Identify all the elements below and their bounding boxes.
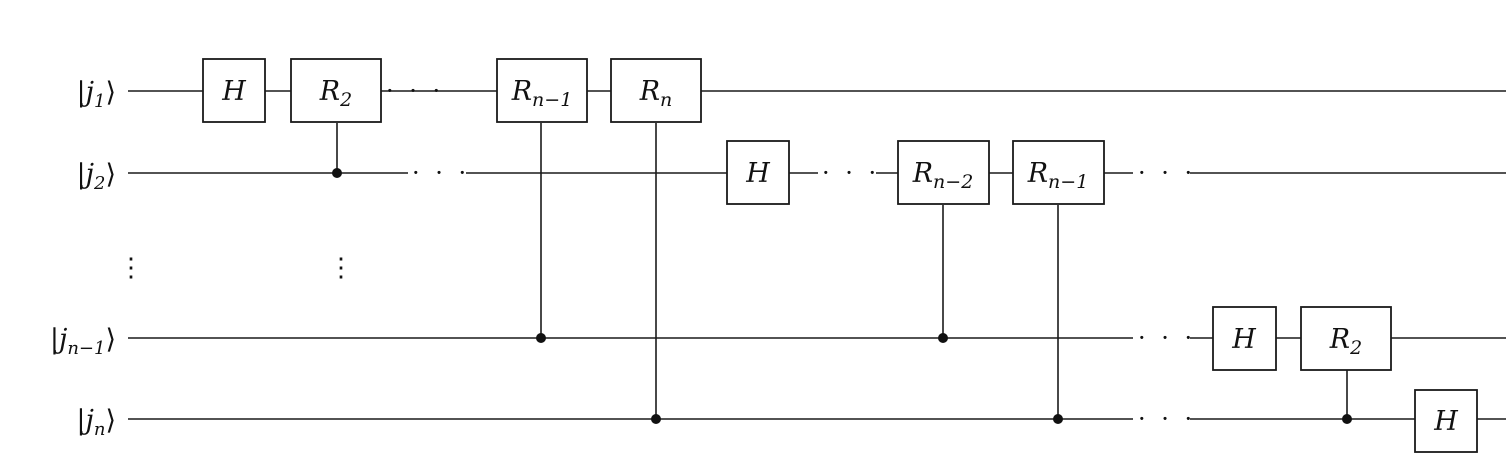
- gate-h-jn: H: [1414, 389, 1478, 453]
- gate-r2-jn1-label: R2: [1329, 324, 1362, 359]
- gate-h-j2: H: [726, 140, 790, 205]
- gate-rn1-j1: Rn−1: [496, 58, 588, 123]
- control-dot-rn-j1: [651, 414, 661, 424]
- gate-h-jn1: H: [1212, 306, 1277, 371]
- gate-h-j2-label: H: [745, 158, 770, 189]
- wire-labels: |j1⟩ |j2⟩ |jn−1⟩ |jn⟩: [50, 77, 116, 440]
- gate-h-j1-label: H: [221, 76, 246, 107]
- gate-rn1-j1-label: Rn−1: [511, 76, 573, 111]
- ellipsis-j2-2: · · ·: [822, 159, 880, 187]
- ellipsis-jn1-1: · · ·: [1138, 324, 1196, 352]
- gate-r2-jn1: R2: [1300, 306, 1392, 371]
- gate-rn-j1: Rn: [610, 58, 702, 123]
- controls: [332, 123, 1352, 424]
- horizontal-ellipses: · · · · · · · · · · · · · · · · · ·: [386, 77, 1196, 433]
- gate-rn2-j2: Rn−2: [897, 140, 990, 205]
- wire-label-jn: |jn⟩: [76, 405, 116, 440]
- gate-h-jn1-label: H: [1231, 324, 1256, 355]
- ellipsis-vertical-r2: ⋮: [328, 253, 354, 283]
- ellipsis-j1-1: · · ·: [386, 77, 444, 105]
- control-dot-rn1-j1: [536, 333, 546, 343]
- ellipsis-jn-1: · · ·: [1138, 405, 1196, 433]
- wire-label-jn1: |jn−1⟩: [50, 324, 116, 359]
- wire-label-j1: |j1⟩: [77, 77, 116, 112]
- vertical-ellipses: ⋮ ⋮: [118, 253, 354, 283]
- gate-rn2-j2-label: Rn−2: [912, 158, 974, 193]
- control-dot-rn2-j2: [938, 333, 948, 343]
- gate-rn-j1-label: Rn: [639, 76, 673, 111]
- gate-rn1-j2-label: Rn−1: [1027, 158, 1089, 193]
- ellipsis-j2-1: · · ·: [412, 159, 470, 187]
- control-dot-rn1-j2: [1053, 414, 1063, 424]
- gate-h-j1: H: [202, 58, 266, 123]
- gate-h-jn-label: H: [1433, 406, 1458, 437]
- control-dot-r2-j1: [332, 168, 342, 178]
- ellipsis-vertical-labels: ⋮: [118, 253, 144, 283]
- ellipsis-j2-3: · · ·: [1138, 159, 1196, 187]
- wire-label-j2: |j2⟩: [77, 159, 116, 194]
- gate-r2-j1-label: R2: [319, 76, 352, 111]
- control-dot-r2-jn1: [1342, 414, 1352, 424]
- gate-rn1-j2: Rn−1: [1012, 140, 1105, 205]
- gate-r2-j1: R2: [290, 58, 382, 123]
- gates: H R2 Rn−1 Rn H Rn−2 Rn−1: [202, 58, 1478, 453]
